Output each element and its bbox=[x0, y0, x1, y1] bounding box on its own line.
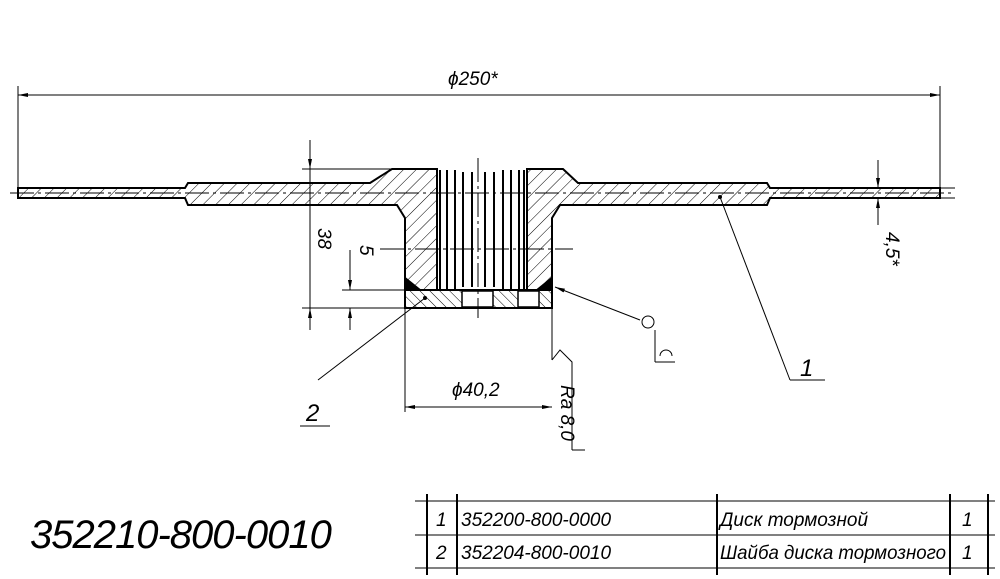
row-name: Диск тормозной bbox=[718, 510, 868, 531]
center-lines bbox=[10, 158, 955, 318]
dim-hub-height: 38 bbox=[313, 228, 334, 250]
table-row: 1 352200-800-0000 Диск тормозной 1 bbox=[436, 510, 973, 531]
brake-disc-section bbox=[17, 168, 941, 291]
dim-thickness: 4,5* bbox=[881, 232, 902, 266]
roughness-symbol: Ra 8,0 bbox=[556, 385, 577, 441]
row-pos: 1 bbox=[436, 510, 447, 531]
part-number-title: 352210-800-0010 bbox=[30, 513, 332, 557]
dim-washer-thickness: 5 bbox=[355, 245, 376, 256]
dimension-lines bbox=[17, 86, 955, 451]
table-row: 2 352204-800-0010 Шайба диска тормозного… bbox=[435, 543, 973, 564]
dim-washer-diameter: ϕ40,2 bbox=[452, 380, 500, 401]
leader-dot bbox=[423, 296, 427, 300]
parts-table bbox=[415, 494, 995, 575]
dim-outer-diameter: ϕ250* bbox=[448, 69, 498, 90]
row-designation: 352204-800-0010 bbox=[461, 543, 611, 564]
row-designation: 352200-800-0000 bbox=[461, 510, 611, 531]
row-pos: 2 bbox=[435, 543, 447, 564]
callout-1: 1 bbox=[800, 355, 813, 382]
leader-dot bbox=[718, 195, 722, 199]
row-qty: 1 bbox=[962, 510, 973, 531]
row-qty: 1 bbox=[962, 543, 973, 564]
row-name: Шайба диска тормозного bbox=[720, 543, 946, 564]
hub-splines bbox=[439, 170, 525, 289]
callout-2: 2 bbox=[305, 400, 319, 427]
